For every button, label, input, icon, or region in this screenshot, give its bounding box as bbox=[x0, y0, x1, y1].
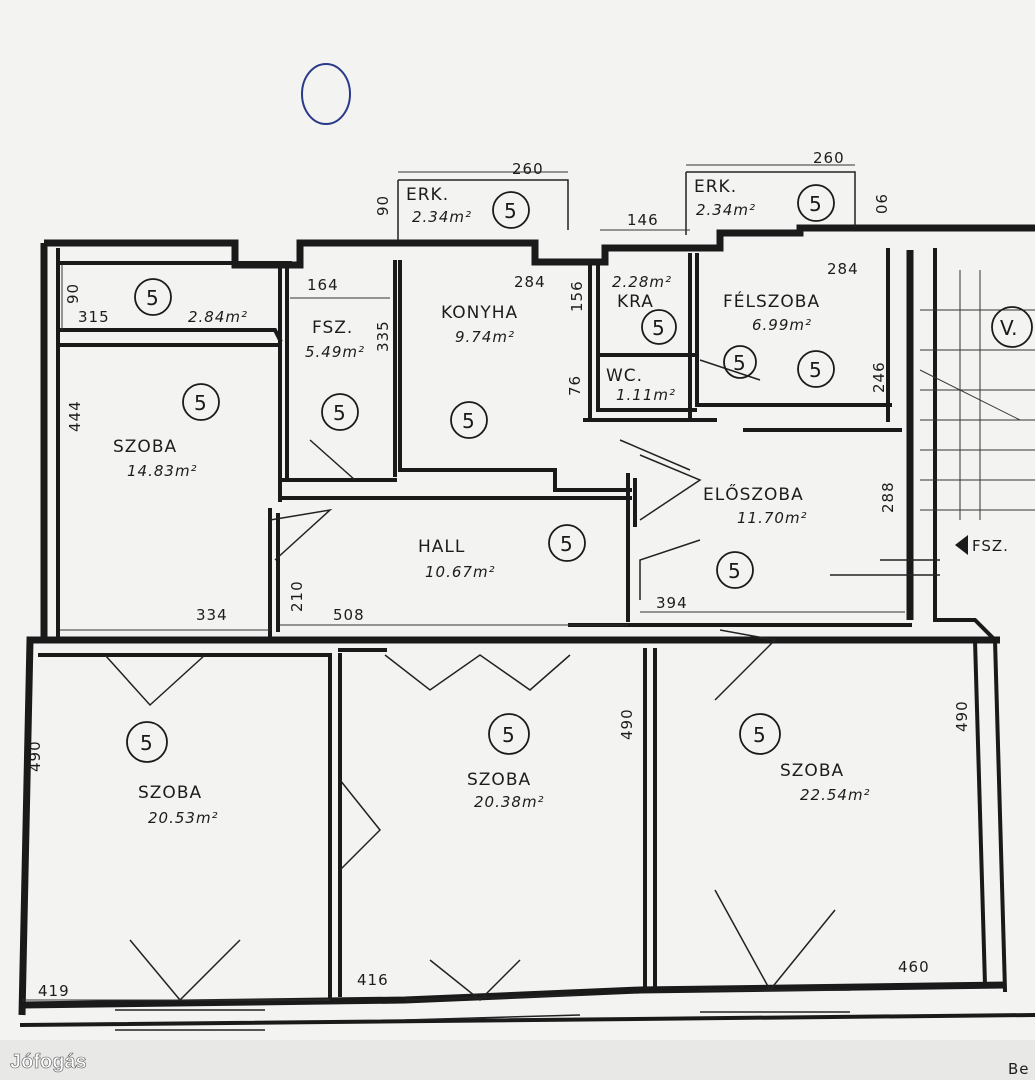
floor-mark: 5 bbox=[194, 391, 207, 415]
room-area: 20.53m² bbox=[148, 809, 219, 827]
room-area: 2.28m² bbox=[612, 273, 672, 291]
dim-label: 164 bbox=[307, 276, 339, 294]
rooms: ERK. 2.34m² 5 ERK. 2.34m² 5 2.84m² 5 FSZ… bbox=[113, 177, 871, 827]
dim-label: 315 bbox=[78, 308, 110, 326]
entrance-label: FSZ. bbox=[972, 537, 1009, 555]
dim-label: 146 bbox=[627, 211, 659, 229]
dim-label: 284 bbox=[827, 260, 859, 278]
walls bbox=[18, 164, 1035, 1031]
room-area: 20.38m² bbox=[474, 793, 545, 811]
room-name: ERK. bbox=[406, 185, 449, 205]
dim-label: 90 bbox=[374, 195, 392, 216]
room-name: KRA bbox=[617, 292, 654, 312]
dim-label: 90 bbox=[872, 194, 890, 215]
room-wc: WC. 1.11m² bbox=[606, 366, 676, 404]
corner-text: Be bbox=[1008, 1060, 1030, 1078]
dimensions: 260 260 90 90 146 90 315 164 284 284 156… bbox=[26, 149, 971, 1000]
room-szoba-left: SZOBA 14.83m² 5 bbox=[113, 383, 220, 480]
room-erkely-2: ERK. 2.34m² 5 bbox=[694, 177, 835, 222]
dim-label: 460 bbox=[898, 958, 930, 976]
room-name: HALL bbox=[418, 537, 465, 557]
dim-label: 260 bbox=[512, 160, 544, 178]
dim-label: 210 bbox=[288, 580, 306, 612]
dim-label: 288 bbox=[879, 481, 897, 513]
stairs-circle bbox=[991, 306, 1033, 348]
room-eloszoba: ELŐSZOBA 11.70m² 5 bbox=[703, 483, 808, 589]
room-area: 2.34m² bbox=[412, 208, 472, 226]
room-name: SZOBA bbox=[138, 783, 202, 803]
room-area: 1.11m² bbox=[616, 386, 676, 404]
room-szoba-bottom-right: SZOBA 22.54m² 5 bbox=[739, 713, 871, 804]
room-nook: 2.84m² 5 bbox=[134, 278, 248, 326]
room-erkely-1: ERK. 2.34m² 5 bbox=[406, 185, 530, 229]
room-fsz: FSZ. 5.49m² 5 bbox=[305, 318, 365, 431]
floor-mark: 5 bbox=[728, 559, 741, 583]
dim-label: 90 bbox=[64, 283, 82, 304]
room-kra: 2.28m² KRA 5 bbox=[612, 273, 677, 345]
room-name: FSZ. bbox=[312, 318, 353, 338]
dim-label: 156 bbox=[568, 280, 586, 312]
room-area: 2.34m² bbox=[696, 201, 756, 219]
room-name: SZOBA bbox=[113, 437, 177, 457]
floor-mark: 5 bbox=[146, 286, 159, 310]
entrance-arrow-icon bbox=[955, 535, 968, 555]
room-hall: HALL 10.67m² 5 bbox=[418, 524, 586, 581]
room-name: SZOBA bbox=[467, 770, 531, 790]
floor-mark: 5 bbox=[560, 532, 573, 556]
dim-label: 490 bbox=[26, 740, 44, 772]
room-area: 10.67m² bbox=[425, 563, 496, 581]
dim-label: 76 bbox=[566, 375, 584, 396]
floor-mark: 5 bbox=[809, 192, 822, 216]
room-szoba-bottom-left: SZOBA 20.53m² 5 bbox=[126, 721, 219, 827]
floor-mark: 5 bbox=[333, 401, 346, 425]
background-smudges bbox=[0, 63, 1035, 1080]
room-area: 2.84m² bbox=[188, 308, 248, 326]
room-area: 22.54m² bbox=[800, 786, 871, 804]
room-area: 9.74m² bbox=[455, 328, 515, 346]
floor-mark: 5 bbox=[809, 358, 822, 382]
room-name: SZOBA bbox=[780, 761, 844, 781]
room-area: 5.49m² bbox=[305, 343, 365, 361]
room-name: WC. bbox=[606, 366, 643, 386]
dim-label: 416 bbox=[357, 971, 389, 989]
dim-label: 260 bbox=[813, 149, 845, 167]
dim-label: 394 bbox=[656, 594, 688, 612]
stairs-label: V. bbox=[1000, 316, 1017, 340]
floor-mark: 5 bbox=[733, 351, 746, 375]
dim-label: 490 bbox=[618, 708, 636, 740]
dim-label: 246 bbox=[870, 361, 888, 393]
watermark: Jófogás bbox=[10, 1051, 87, 1074]
floor-mark: 5 bbox=[140, 731, 153, 755]
room-area: 6.99m² bbox=[752, 316, 812, 334]
dim-label: 334 bbox=[196, 606, 228, 624]
room-area: 14.83m² bbox=[127, 462, 198, 480]
room-szoba-bottom-center: SZOBA 20.38m² 5 bbox=[467, 713, 545, 811]
room-name: FÉLSZOBA bbox=[723, 290, 820, 312]
dim-label: 284 bbox=[514, 273, 546, 291]
watermark-logo: Jófogás bbox=[10, 1051, 87, 1073]
room-name: ERK. bbox=[694, 177, 737, 197]
dim-label: 508 bbox=[333, 606, 365, 624]
room-name: ELŐSZOBA bbox=[703, 483, 804, 505]
room-area: 11.70m² bbox=[737, 509, 808, 527]
floor-mark: 5 bbox=[652, 316, 665, 340]
dim-label: 419 bbox=[38, 982, 70, 1000]
dim-label: 335 bbox=[374, 320, 392, 352]
dim-label: 444 bbox=[66, 400, 84, 432]
floor-mark: 5 bbox=[753, 723, 766, 747]
floor-mark: 5 bbox=[462, 409, 475, 433]
dim-label: 490 bbox=[953, 700, 971, 732]
room-felszoba: FÉLSZOBA 6.99m² 5 5 bbox=[723, 290, 835, 388]
room-name: KONYHA bbox=[441, 303, 518, 323]
hand-drawn-circle bbox=[301, 63, 351, 125]
floor-mark: 5 bbox=[502, 723, 515, 747]
floor-mark: 5 bbox=[504, 199, 517, 223]
room-konyha: KONYHA 9.74m² 5 bbox=[441, 303, 518, 439]
